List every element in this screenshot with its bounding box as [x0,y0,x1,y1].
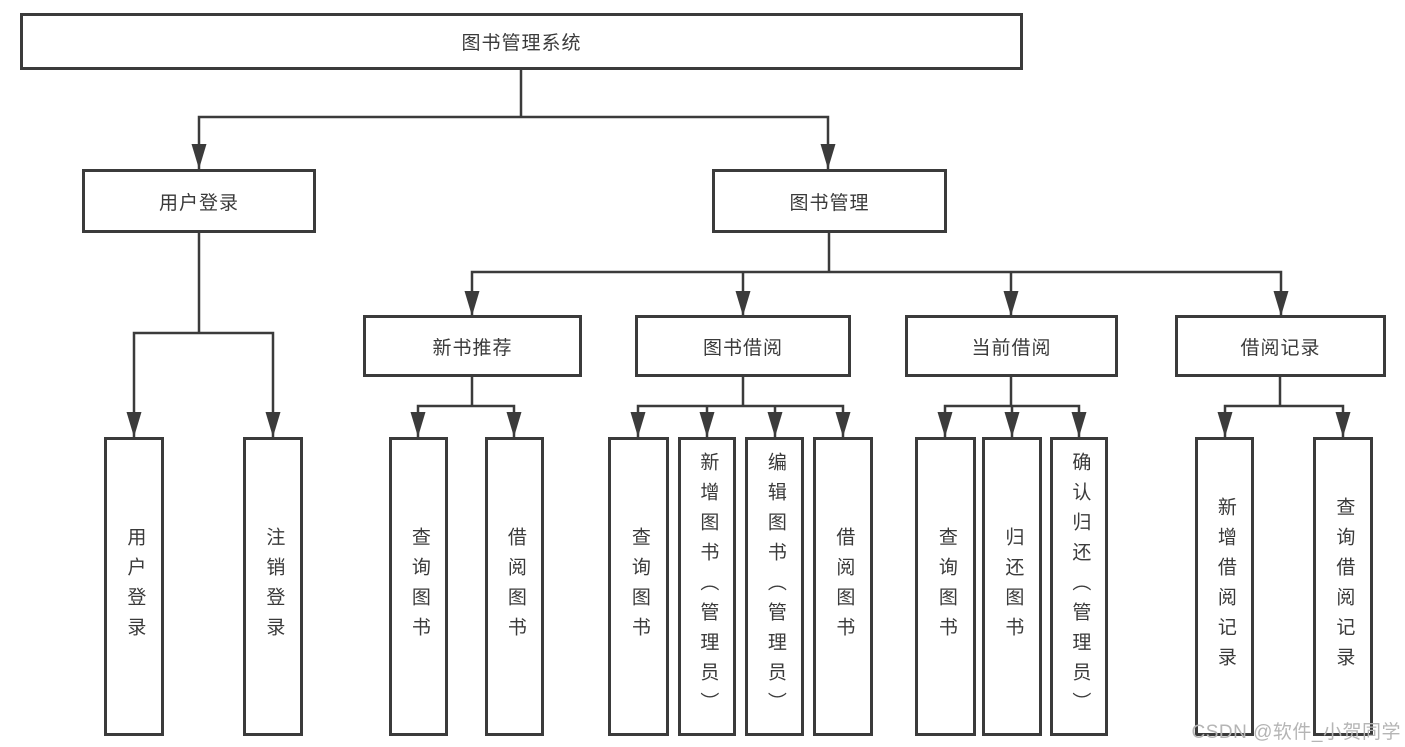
arrowhead [767,412,783,437]
node-label: 图书借阅 [702,337,783,359]
node-label: 用户登录 [158,192,239,214]
node-leaf-add-books-admin: 新增图书（管理员） [678,437,736,736]
arrowhead [410,412,426,437]
node-label: 查询图书 [408,526,430,647]
node-leaf-logout: 注销登录 [243,437,303,736]
node-label: 查询借阅记录 [1333,496,1355,677]
node-label: 注销登录 [263,526,285,647]
arrowhead [630,412,646,437]
node-leaf-borrow-books-borrowing: 借阅图书 [813,437,873,736]
node-leaf-user-login: 用户登录 [104,437,164,736]
node-label: 当前借阅 [971,337,1052,359]
node-new-book-recommendation: 新书推荐 [363,315,582,377]
node-book-borrowing: 图书借阅 [635,315,851,377]
node-label: 借阅图书 [504,526,526,647]
arrowhead [1003,291,1019,316]
arrowhead [464,291,480,316]
arrowhead [506,412,522,437]
node-leaf-query-books-borrowing: 查询图书 [608,437,669,736]
node-leaf-add-borrow-record: 新增借阅记录 [1195,437,1254,736]
node-book-management: 图书管理 [712,169,947,233]
node-leaf-borrow-books-recommend: 借阅图书 [485,437,544,736]
node-label: 确认归还（管理员） [1069,451,1091,722]
connector-paths [132,70,1345,437]
node-label: 借阅图书 [833,526,855,647]
node-label: 借阅记录 [1240,337,1321,359]
node-label: 编辑图书（管理员） [764,451,786,722]
watermark: CSDN @软件_小贺同学 [1191,722,1401,743]
node-library-management-system: 图书管理系统 [20,13,1023,70]
arrowhead [265,412,281,437]
node-borrowing-records: 借阅记录 [1175,315,1386,377]
node-leaf-edit-books-admin: 编辑图书（管理员） [745,437,804,736]
node-leaf-query-books-recommend: 查询图书 [389,437,448,736]
node-leaf-confirm-return-admin: 确认归还（管理员） [1050,437,1108,736]
node-current-borrowing: 当前借阅 [905,315,1118,377]
arrowhead [1335,412,1351,437]
arrowheads [126,144,1351,437]
node-leaf-query-borrow-record: 查询借阅记录 [1313,437,1373,736]
node-label: 新书推荐 [432,337,513,359]
arrowhead [1071,412,1087,437]
arrowhead [937,412,953,437]
node-label: 查询图书 [628,526,650,647]
node-label: 图书管理 [789,192,870,214]
arrowhead [1217,412,1233,437]
arrowhead [735,291,751,316]
node-label: 新增借阅记录 [1214,496,1236,677]
arrowhead [1273,291,1289,316]
node-label: 用户登录 [124,526,146,647]
arrowhead [126,412,142,437]
arrowhead [699,412,715,437]
arrowhead [1004,412,1020,437]
node-label: 新增图书（管理员） [697,451,719,722]
node-leaf-return-books: 归还图书 [982,437,1042,736]
node-label: 查询图书 [935,526,957,647]
arrowhead [835,412,851,437]
node-user-login-branch: 用户登录 [82,169,316,233]
arrowhead [191,144,207,169]
node-label: 归还图书 [1002,526,1024,647]
node-label: 图书管理系统 [461,33,582,54]
arrowhead [820,144,836,169]
node-leaf-query-books-current: 查询图书 [915,437,976,736]
